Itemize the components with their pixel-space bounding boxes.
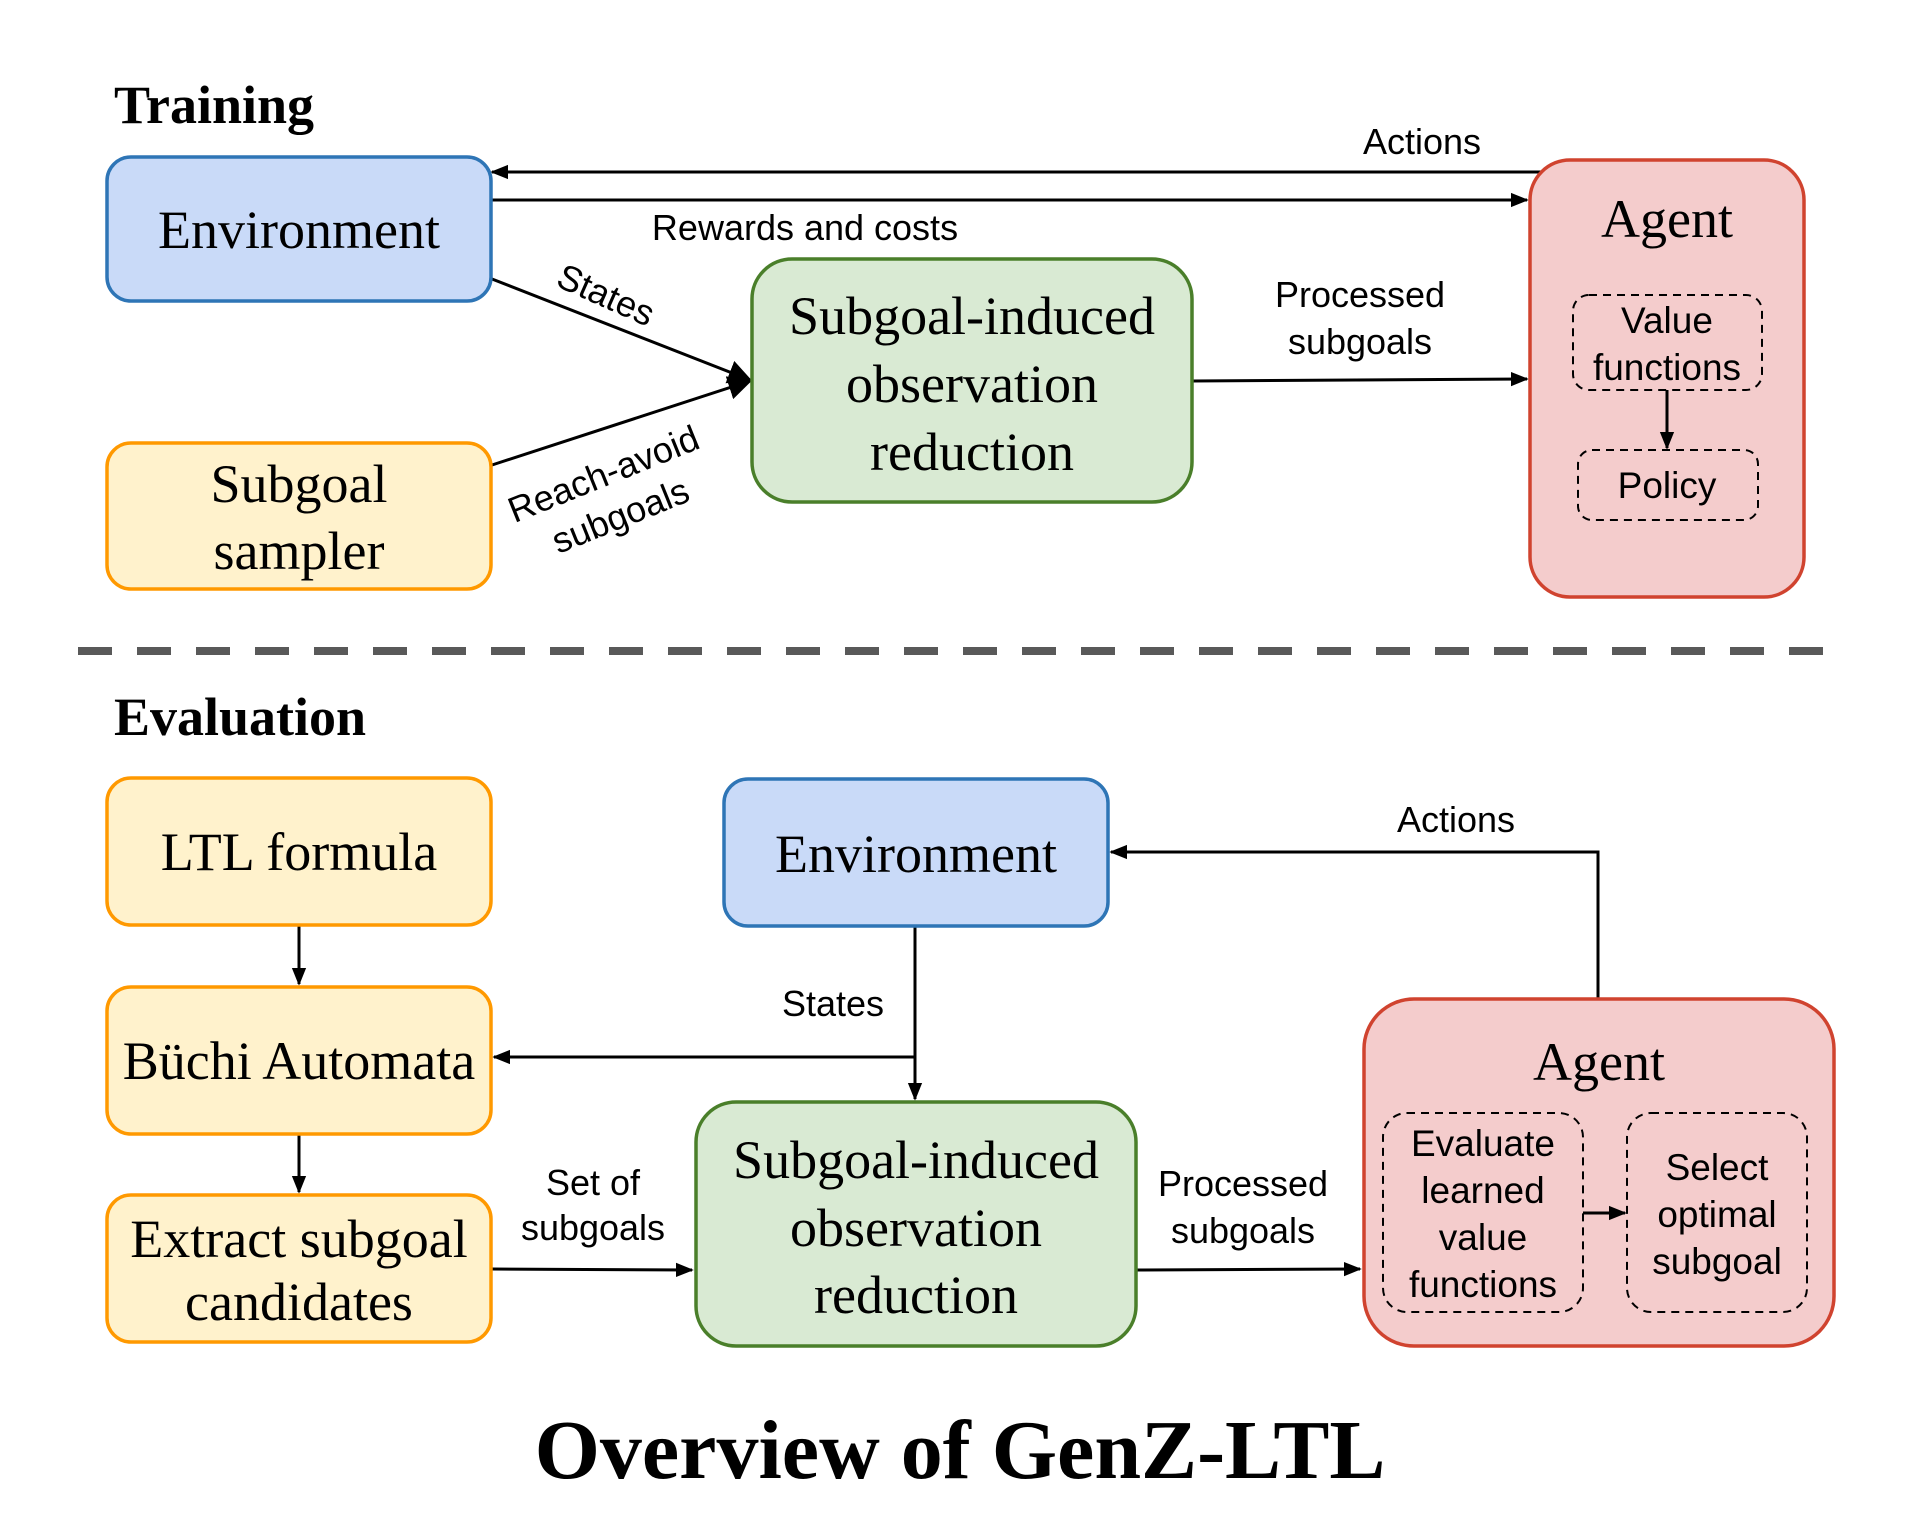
extract-line-2: candidates <box>185 1272 413 1332</box>
training-states-arrow <box>491 277 753 384</box>
training-agent-node: Agent Value functions Policy <box>1528 158 1806 599</box>
eval-reduction-line-2: observation <box>790 1198 1042 1258</box>
eval-environment-box <box>722 777 1110 928</box>
value-functions-box <box>1572 294 1763 391</box>
evaluate-line-4: functions <box>1409 1264 1557 1305</box>
policy-label: Policy <box>1618 465 1717 506</box>
training-processed-subgoals-arrow <box>1191 371 1529 387</box>
eval-processed-label-1: Processed <box>1158 1163 1328 1204</box>
evaluation-section-title: Evaluation <box>114 687 366 747</box>
eval-agent-box <box>1362 997 1836 1348</box>
training-edges <box>490 164 1545 467</box>
policy-box <box>1577 449 1759 521</box>
value-functions-line-1: Value <box>1621 300 1713 341</box>
eval-processed-label-2: subgoals <box>1171 1210 1315 1251</box>
buchi-automata-box <box>105 985 493 1136</box>
training-environment-node: Environment <box>105 155 493 303</box>
training-reduction-box <box>750 257 1194 504</box>
set-of-subgoals-label-2: subgoals <box>521 1207 665 1248</box>
training-reduction-line-2: observation <box>846 354 1098 414</box>
eval-reduction-line-3: reduction <box>814 1265 1018 1325</box>
eval-actions-label: Actions <box>1397 799 1515 840</box>
eval-environment-node: Environment <box>722 777 1110 928</box>
subgoal-sampler-line-2: sampler <box>214 521 385 581</box>
training-reach-avoid-arrow <box>491 376 753 467</box>
training-agent-label: Agent <box>1601 189 1733 249</box>
select-optimal-subgoal-box <box>1626 1112 1808 1313</box>
eval-agent-node: Agent Evaluate learned value functions S… <box>1362 997 1836 1348</box>
evaluate-line-2: learned <box>1421 1170 1544 1211</box>
eval-actions-arrow <box>1109 844 1600 998</box>
training-actions-label: Actions <box>1363 121 1481 162</box>
training-environment-box <box>105 155 493 303</box>
eval-reduction-node: Subgoal-induced observation reduction <box>694 1100 1138 1348</box>
select-line-3: subgoal <box>1652 1241 1782 1282</box>
training-processed-label-1: Processed <box>1275 274 1445 315</box>
eval-agent-label: Agent <box>1533 1032 1665 1092</box>
ltl-formula-node: LTL formula <box>105 776 493 927</box>
eval-reduction-line-1: Subgoal-induced <box>733 1130 1099 1190</box>
training-reduction-line-3: reduction <box>870 422 1074 482</box>
training-section-title: Training <box>114 75 314 135</box>
training-processed-label-2: subgoals <box>1288 321 1432 362</box>
eval-processed-subgoals-arrow <box>1136 1261 1362 1277</box>
ltl-formula-box <box>105 776 493 927</box>
set-of-subgoals-label-1: Set of <box>546 1162 641 1203</box>
evaluate-value-functions-box <box>1382 1112 1584 1313</box>
value-functions-line-2: functions <box>1593 347 1741 388</box>
evaluate-line-1: Evaluate <box>1411 1123 1555 1164</box>
set-of-subgoals-arrow <box>491 1262 694 1278</box>
select-line-2: optimal <box>1657 1194 1776 1235</box>
extract-line-1: Extract subgoal <box>130 1209 467 1269</box>
buchi-automata-label: Büchi Automata <box>123 1031 475 1091</box>
evaluate-line-3: value <box>1439 1217 1527 1258</box>
training-rewards-label: Rewards and costs <box>652 207 958 248</box>
eval-reduction-box <box>694 1100 1138 1348</box>
training-agent-box <box>1528 158 1806 599</box>
training-reduction-line-1: Subgoal-induced <box>789 286 1155 346</box>
evaluation-edges <box>291 844 1600 1278</box>
buchi-automata-node: Büchi Automata <box>105 985 493 1136</box>
subgoal-sampler-line-1: Subgoal <box>210 454 387 514</box>
figure-title: Overview of GenZ-LTL <box>535 1404 1386 1497</box>
subgoal-sampler-node: Subgoal sampler <box>105 441 493 591</box>
subgoal-sampler-box <box>105 441 493 591</box>
eval-states-label: States <box>782 983 884 1024</box>
training-reduction-node: Subgoal-induced observation reduction <box>750 257 1194 504</box>
extract-candidates-box <box>105 1193 493 1344</box>
select-line-1: Select <box>1666 1147 1770 1188</box>
extract-candidates-node: Extract subgoal candidates <box>105 1193 493 1344</box>
training-environment-label: Environment <box>158 200 440 260</box>
training-reach-avoid-label: Reach-avoid subgoals <box>502 417 705 562</box>
eval-environment-label: Environment <box>775 824 1057 884</box>
ltl-formula-label: LTL formula <box>161 822 437 882</box>
